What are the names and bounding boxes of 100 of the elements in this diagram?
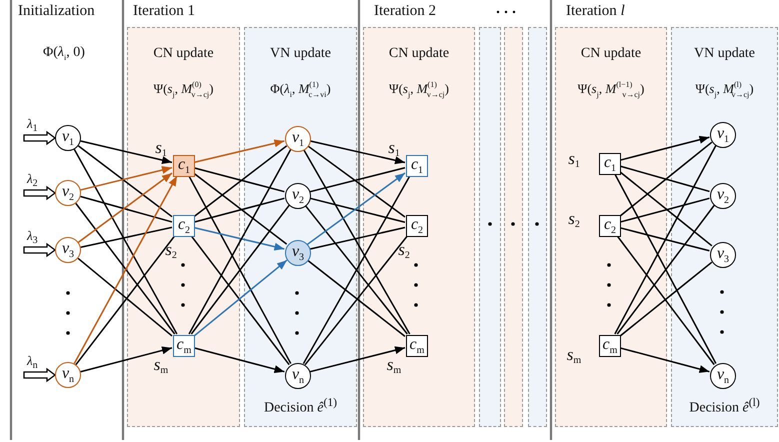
edge-line — [302, 176, 410, 364]
arrow — [80, 140, 172, 164]
edge-line — [75, 236, 176, 366]
edge-line — [80, 226, 172, 248]
check-node-box: c$_{2}$ — [173, 215, 195, 237]
variable-node-circle: v$_{n}$ — [55, 362, 81, 388]
edge-line — [78, 145, 172, 218]
variable-node-circle: v$_{1}$ — [285, 126, 311, 152]
variable-node-circle: v$_{3}$ — [710, 242, 736, 268]
formula: Φ(λ$_{i}$, M$^{(1)}$$_{c→vi}$) — [269, 80, 332, 99]
column-heading: Iteration l — [566, 3, 625, 20]
column-heading: Iteration 1 — [133, 3, 196, 20]
edge-line — [309, 197, 406, 223]
edge-line — [620, 171, 712, 246]
formula: Ψ(s$_{j}$, M$^{(0)}$$_{v→cj}$) — [152, 80, 214, 99]
variable-node-circle: v$_{n}$ — [285, 363, 311, 389]
check-node-box: c$_{1}$ — [173, 155, 195, 177]
stage-panel — [127, 27, 240, 427]
edge-line — [188, 176, 292, 364]
stage-panel — [555, 27, 667, 427]
edge-line — [190, 204, 290, 334]
check-node-box: c$_{1}$ — [599, 153, 621, 175]
arrow — [194, 260, 288, 337]
check-node-box: c$_{m}$ — [599, 335, 621, 357]
arrow — [80, 166, 172, 191]
column-heading: Initialization — [18, 3, 95, 20]
arrow — [310, 140, 406, 164]
edge-line — [306, 259, 406, 337]
syndrome-label: s$_{m}$ — [386, 356, 402, 376]
arrow — [309, 346, 406, 373]
check-node-box: c$_{m}$ — [406, 335, 428, 357]
arrow — [78, 172, 172, 243]
edge-line — [188, 149, 292, 334]
input-arrow — [23, 186, 56, 200]
panel-heading: VN update — [268, 46, 332, 62]
decision-label: Decision ê$^{(1)}$ — [262, 396, 338, 417]
formula: Ψ(s$_{j}$, M$^{(l)}$$_{v→cj}$) — [694, 80, 755, 99]
edge-line — [307, 145, 406, 218]
arrow — [74, 176, 178, 364]
variable-node-circle: v$_{3}$ — [285, 240, 311, 266]
syndrome-label: s$_{1}$ — [388, 139, 400, 159]
edge-line — [302, 148, 410, 334]
edge-line — [74, 149, 178, 334]
syndrome-label: s$_{1}$ — [568, 150, 580, 170]
edge-line — [620, 142, 712, 217]
formula: Ψ(s$_{j}$, M$^{(l−1)}$$_{v→cj}$) — [576, 80, 646, 99]
edge-line — [194, 145, 288, 218]
stage-panel — [244, 27, 357, 427]
variable-node-circle: v$_{2}$ — [710, 183, 736, 209]
input-arrow — [23, 130, 56, 146]
arrow — [80, 346, 172, 372]
edge-label: λ$_{3}$ — [27, 229, 38, 246]
edge-line — [304, 236, 408, 366]
check-node-box: c$_{1}$ — [406, 155, 428, 177]
edge-label: λ$_{2}$ — [27, 172, 38, 189]
edge-label: λ$_{n}$ — [27, 354, 38, 371]
stage-panel — [504, 27, 523, 427]
variable-node-circle: v$_{3}$ — [55, 237, 81, 263]
syndrome-label: s$_{m}$ — [154, 356, 168, 376]
arrow — [307, 172, 406, 245]
edge-line — [620, 227, 710, 252]
input-arrow — [23, 368, 56, 382]
variable-node-circle: v$_{n}$ — [710, 363, 736, 389]
decision-label: Decision ê$^{(l)}$ — [688, 396, 761, 417]
edge-line — [304, 204, 408, 334]
stage-panel — [363, 27, 475, 427]
syndrome-label: s$_{2}$ — [398, 241, 410, 261]
panel-heading: CN update — [580, 46, 642, 62]
edge-line — [620, 262, 712, 337]
panel-heading: VN update — [692, 46, 756, 62]
formula: Ψ(s$_{j}$, M$^{(1)}$$_{v→cj}$) — [388, 80, 450, 99]
edge-line — [194, 198, 285, 223]
stage-panel — [479, 27, 501, 427]
arrow — [194, 139, 285, 164]
input-arrow — [23, 242, 56, 258]
syndrome-label: s$_{m}$ — [566, 346, 582, 366]
syndrome-label: s$_{2}$ — [568, 210, 580, 230]
syndrome-label: s$_{2}$ — [165, 241, 177, 261]
edge-line — [190, 236, 290, 366]
stage-panel — [528, 27, 547, 427]
arrow — [194, 226, 285, 251]
variable-node-circle: v$_{2}$ — [285, 183, 311, 209]
formula: Φ(λ$_{i}$, 0) — [43, 45, 85, 63]
edge-label: λ$_{1}$ — [27, 117, 38, 134]
edge-line — [614, 145, 717, 334]
variable-node-circle: v$_{1}$ — [710, 122, 736, 148]
edge-line — [310, 226, 406, 250]
check-node-box: c$_{m}$ — [173, 335, 195, 357]
edge-line — [309, 167, 406, 193]
edge-line — [194, 167, 285, 192]
column-heading: Iteration 2 — [374, 3, 436, 20]
edge-line — [78, 258, 172, 336]
edge-line — [75, 202, 176, 334]
edge-line — [620, 198, 710, 223]
stage-panel — [671, 27, 778, 427]
variable-node-circle: v$_{2}$ — [55, 180, 81, 206]
arrow — [620, 136, 710, 161]
edge-line — [620, 165, 710, 192]
edge-line — [80, 196, 172, 223]
edge-line — [194, 172, 288, 245]
